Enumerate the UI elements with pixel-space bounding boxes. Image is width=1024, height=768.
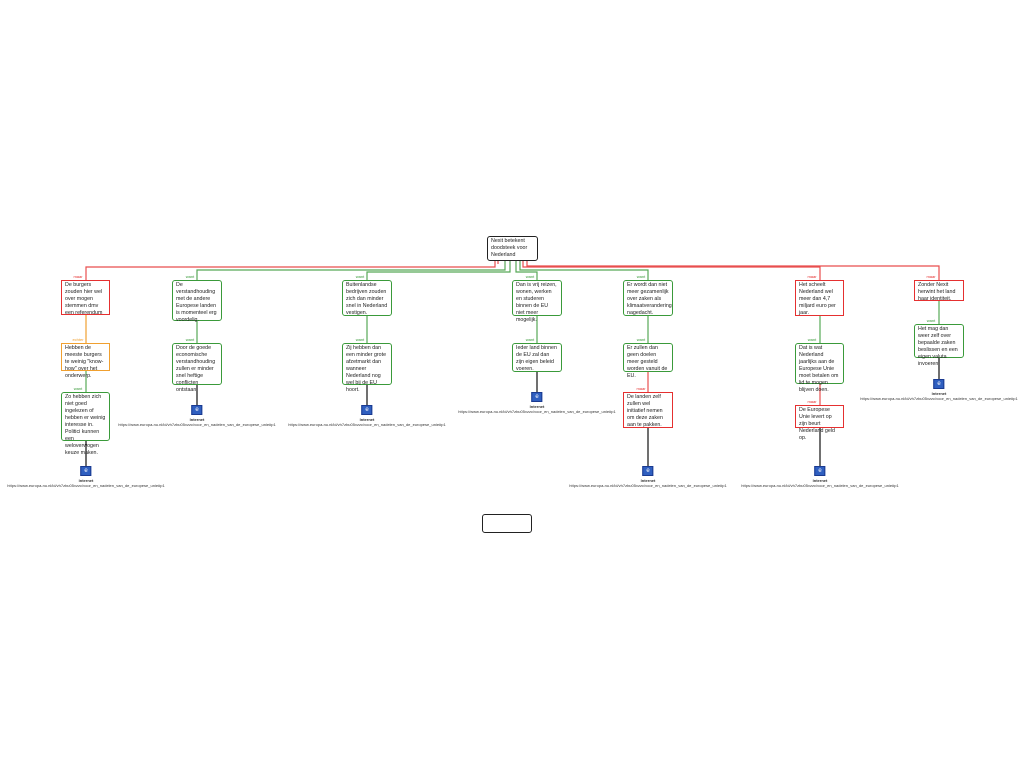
edge-label: want [525,337,535,342]
reason-node[interactable]: Er zullen dan geen doelen meer gesteld w… [623,343,673,379]
objection-node[interactable]: De landen zelf zullen wel initiatief nem… [623,392,673,428]
objection-node[interactable]: Het scheelt Nederland wel meer dan 4,7 m… [795,280,844,316]
source-title: Internet [640,478,656,483]
source-title: Internet [78,478,94,483]
edge-label: want [926,318,936,323]
source-url[interactable]: https://www.europa-nu.nl/id/vh7zbu05vzzc… [288,422,446,427]
objection-node[interactable]: De burgers zouden hier wel over mogen st… [61,280,110,316]
edge-label: want [185,274,195,279]
source-url[interactable]: https://www.europa-nu.nl/id/vh7zbu05vzzc… [860,396,1018,401]
reason-node[interactable]: Het mag dan weer zelf over bepaalde zake… [914,324,964,367]
internet-icon: e [80,466,92,476]
edge-label: want [636,337,646,342]
source-url[interactable]: https://www.europa-nu.nl/id/vh7zbu05vzzc… [569,483,727,488]
edge-label: maar [636,386,646,391]
objection-node[interactable]: De Europese Unie levert op zijn beurt Ne… [795,405,844,441]
edge-label: maar [73,274,83,279]
internet-icon: e [814,466,826,476]
edge-label: maar [926,274,936,279]
source-title: Internet [812,478,828,483]
edge-label: want [355,337,365,342]
root-claim[interactable]: Nexit betekent doodsteek voor Nederland [487,236,538,261]
edge-label: want [525,274,535,279]
edge-label: maar [807,274,817,279]
reason-node[interactable]: Buitenlandse bedrijven zouden zich dan m… [342,280,392,316]
reason-node[interactable]: Dan is vrij reizen, wonen, werken en stu… [512,280,562,323]
source-url[interactable]: https://www.europa-nu.nl/id/vh7zbu05vzzc… [118,422,276,427]
internet-icon: e [642,466,654,476]
edge-label: want [807,337,817,342]
edge-label: maar [807,399,817,404]
reason-node[interactable]: De verstandhouding met de andere Europes… [172,280,222,323]
edge-label: want [185,337,195,342]
edge-label: want [355,274,365,279]
source-title: Internet [529,404,545,409]
reason-node[interactable]: Zij hebben dan een minder grote afzetmar… [342,343,392,393]
edge-label: echter [72,337,84,342]
reason-node[interactable]: Er wordt dan niet meer gezamenlijk over … [623,280,673,316]
source-url[interactable]: https://www.europa-nu.nl/id/vh7zbu05vzzc… [741,483,899,488]
source-title: Internet [359,417,375,422]
reason-node[interactable]: Dat is wat Nederland jaarlijks aan de Eu… [795,343,844,393]
source-title: Internet [931,391,947,396]
internet-icon: e [191,405,203,415]
source-url[interactable]: https://www.europa-nu.nl/id/vh7zbu05vzzc… [458,409,616,414]
internet-icon: e [531,392,543,402]
edge-label: want [636,274,646,279]
objection-node[interactable]: Zonder Nexit herwint het land haar ident… [914,280,964,302]
source-title: Internet [189,417,205,422]
empty-node[interactable] [482,514,532,533]
reason-node[interactable]: Zo hebben zich niet goed ingelezen of he… [61,392,110,456]
edge-label: want [73,386,83,391]
source-url[interactable]: https://www.europa-nu.nl/id/vh7zbu05vzzc… [7,483,165,488]
rebuttal-node[interactable]: Hebben de meeste burgers te weinig "know… [61,343,110,379]
reason-node[interactable]: Ieder land binnen de EU zal dan zijn eig… [512,343,562,372]
internet-icon: e [933,379,945,389]
reason-node[interactable]: Door de goede economische verstandhoudin… [172,343,222,393]
internet-icon: e [361,405,373,415]
